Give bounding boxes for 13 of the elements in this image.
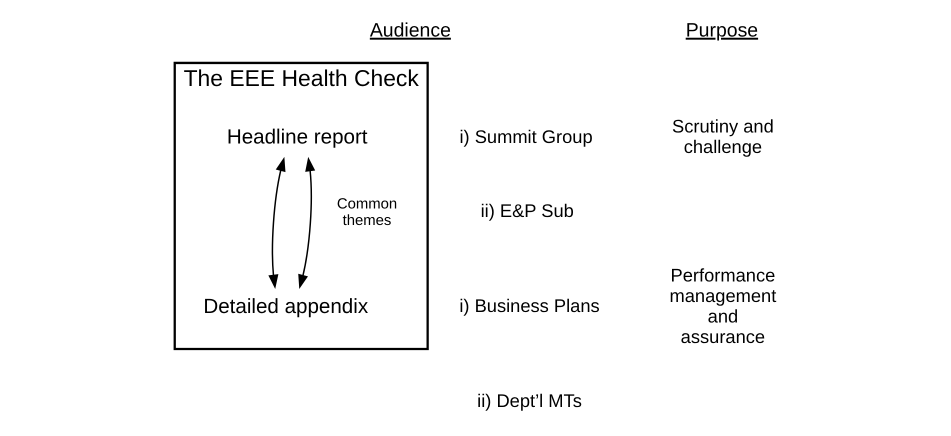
label: Common themes [336,196,397,229]
label: Purpose [685,20,758,42]
node-text: Headline report [226,126,368,148]
label: Scrutiny and challenge [672,116,774,158]
label: Audience [369,20,450,42]
arrow [298,156,315,289]
arrow [268,156,285,290]
label: ii) E&P Sub [480,200,574,222]
node-text: Detailed appendix [202,294,368,318]
label: i) Business Plans [458,295,600,316]
label: ii) Dept’l MTs [476,390,582,412]
label: i) Summit Group [458,126,592,147]
label: Performance management and assurance [669,264,776,348]
